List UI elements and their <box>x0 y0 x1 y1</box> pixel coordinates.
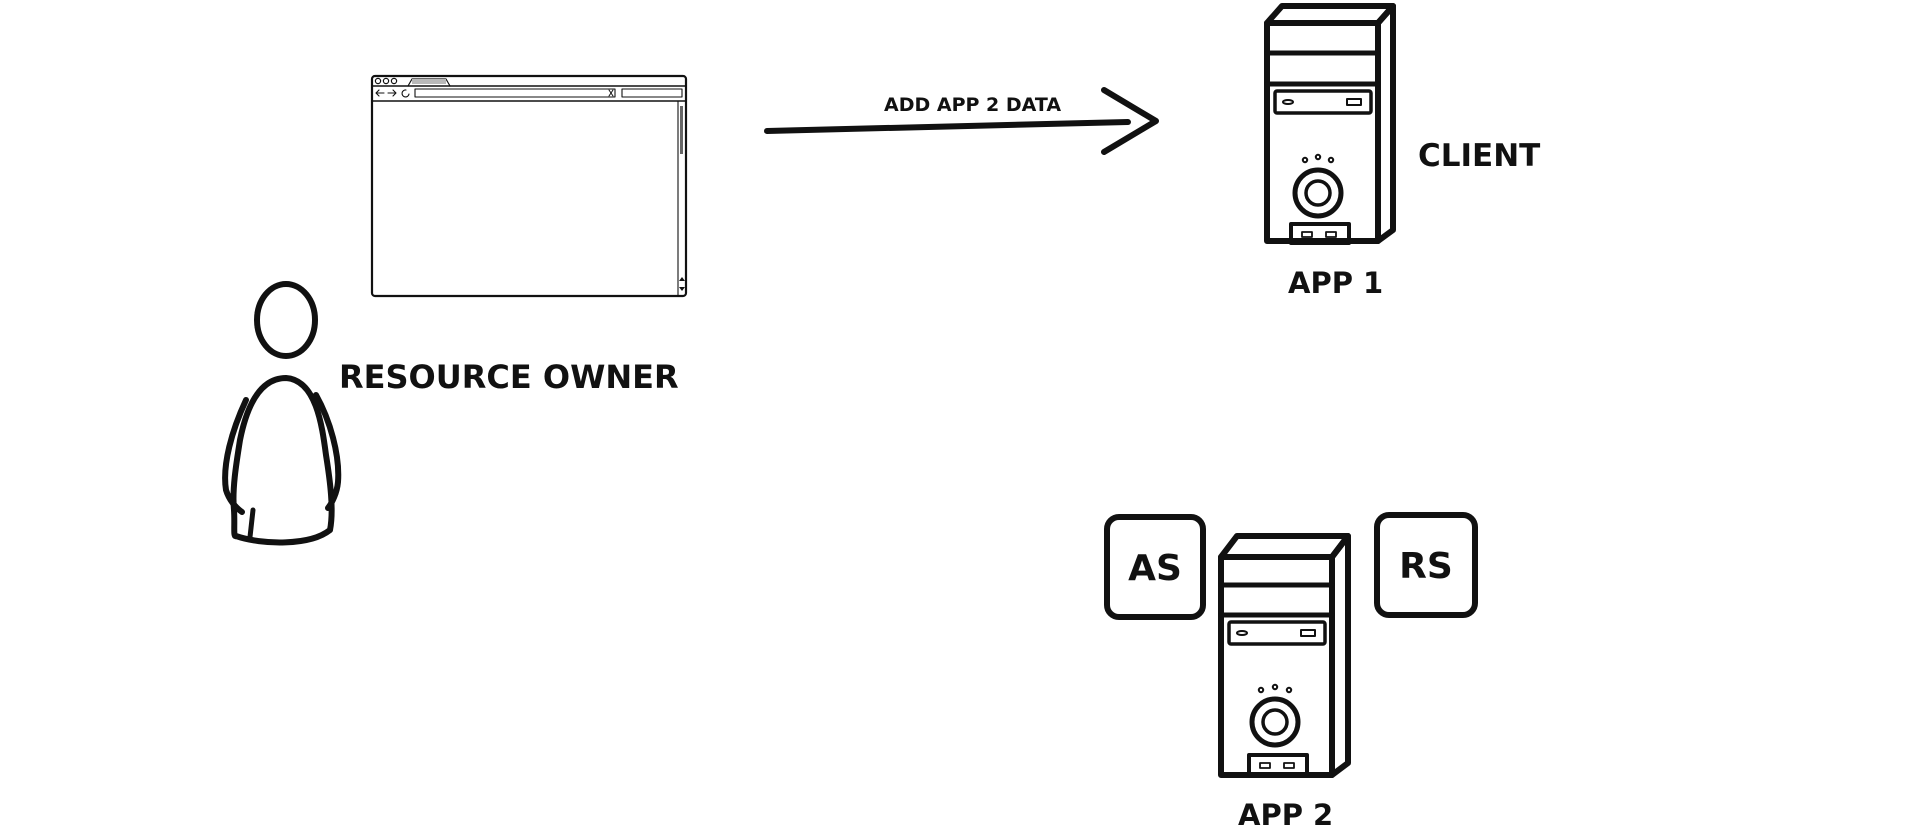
rs-badge: RS <box>1374 512 1478 618</box>
server-tower-icon <box>1264 3 1396 245</box>
resource-owner-label: RESOURCE OWNER <box>339 358 679 396</box>
arrow-label: ADD APP 2 DATA <box>884 94 1061 116</box>
person-icon <box>222 281 342 546</box>
server-tower-icon <box>1218 533 1351 778</box>
client-label: CLIENT <box>1418 138 1540 174</box>
as-badge: AS <box>1104 514 1206 620</box>
app1-label: APP 1 <box>1288 266 1383 300</box>
arrow-right-icon <box>764 87 1159 155</box>
as-badge-label: AS <box>1128 548 1182 589</box>
app2-label: APP 2 <box>1238 798 1333 828</box>
rs-badge-label: RS <box>1399 546 1453 587</box>
browser-window-icon <box>370 74 688 298</box>
